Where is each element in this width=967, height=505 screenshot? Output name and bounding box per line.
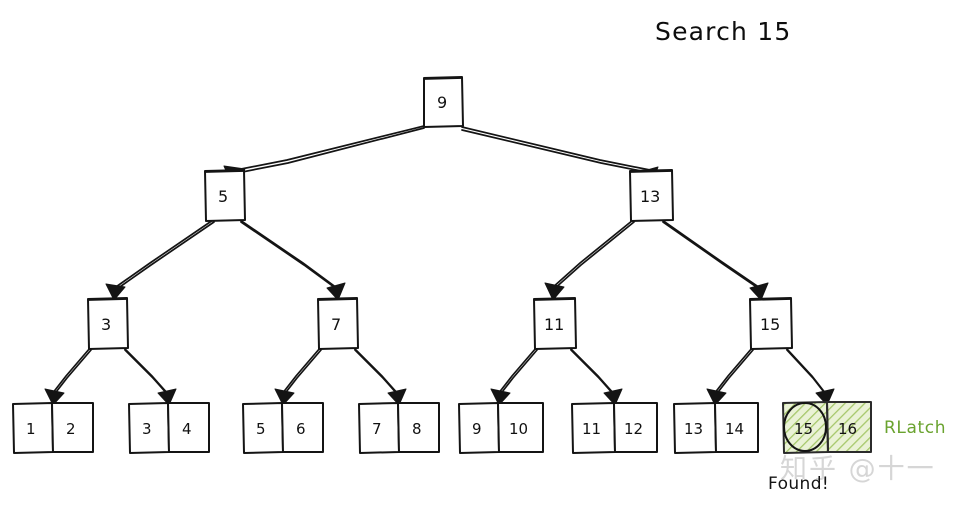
leaf-node[interactable]: 7 8 — [358, 402, 440, 454]
leaf-cell-value: 9 — [472, 420, 482, 438]
edge-15-to-leaf-7 — [706, 347, 754, 406]
edge-3-to-leaf-2 — [123, 347, 177, 406]
tree-node-3[interactable]: 3 — [87, 297, 129, 350]
edge-root-to-13 — [461, 126, 659, 184]
tree-node-root-label: 9 — [437, 93, 447, 112]
tree-node-15[interactable]: 15 — [749, 297, 793, 350]
leaf-cell-value: 5 — [256, 420, 266, 438]
leaf-cell-value: 3 — [142, 420, 152, 438]
tree-node-3-label: 3 — [101, 315, 111, 334]
leaf-node[interactable]: 1 2 — [12, 402, 94, 454]
edge-5-to-3 — [105, 219, 215, 301]
edge-root-to-5 — [223, 125, 425, 183]
edge-5-to-7 — [239, 219, 346, 301]
tree-node-11[interactable]: 11 — [533, 297, 577, 350]
tree-node-5[interactable]: 5 — [204, 169, 246, 222]
leaf-cell-value: 4 — [182, 420, 192, 438]
edge-15-to-leaf-8 — [785, 347, 835, 406]
leaf-node[interactable]: 5 6 — [242, 402, 324, 454]
tree-node-7-label: 7 — [331, 315, 341, 334]
leaf-cell-value: 16 — [838, 420, 857, 438]
leaf-cell-value: 15 — [794, 420, 813, 438]
leaf-node[interactable]: 13 14 — [673, 402, 759, 454]
rlatch-label: RLatch — [884, 418, 946, 438]
leaf-node[interactable]: 11 12 — [571, 402, 658, 454]
leaf-node[interactable]: 3 4 — [128, 402, 210, 454]
leaf-cell-value: 8 — [412, 420, 422, 438]
leaf-cell-value: 6 — [296, 420, 306, 438]
leaf-cell-value: 1 — [26, 420, 36, 438]
found-label: Found! — [768, 474, 829, 494]
tree-node-5-label: 5 — [218, 187, 228, 206]
leaf-cell-value: 13 — [684, 420, 703, 438]
edge-7-to-leaf-3 — [274, 347, 322, 406]
page-title: Search 15 — [655, 17, 791, 46]
leaf-node[interactable]: 9 10 — [458, 402, 544, 454]
tree-node-15-label: 15 — [760, 315, 780, 334]
leaf-cell-value: 11 — [582, 420, 601, 438]
leaf-cell-value: 2 — [66, 420, 76, 438]
edge-3-to-leaf-1 — [44, 347, 92, 406]
tree-node-7[interactable]: 7 — [317, 297, 359, 350]
tree-node-13-label: 13 — [640, 187, 660, 206]
edge-13-to-15 — [661, 219, 769, 301]
watermark: 知乎 @十一 — [780, 454, 936, 485]
edge-11-to-leaf-6 — [569, 347, 623, 406]
tree-node-13[interactable]: 13 — [629, 169, 674, 222]
edge-11-to-leaf-5 — [490, 347, 538, 406]
leaf-cell-value: 12 — [624, 420, 643, 438]
leaf-cell-value: 10 — [509, 420, 528, 438]
tree-node-root[interactable]: 9 — [423, 76, 464, 128]
tree-node-11-label: 11 — [544, 315, 564, 334]
edge-7-to-leaf-4 — [353, 347, 407, 406]
edge-13-to-11 — [544, 219, 635, 301]
leaf-cell-value: 7 — [372, 420, 382, 438]
leaf-node-highlighted[interactable]: 15 16 — [782, 401, 872, 454]
leaf-cell-value: 14 — [725, 420, 744, 438]
found-circle-marker — [783, 402, 827, 452]
